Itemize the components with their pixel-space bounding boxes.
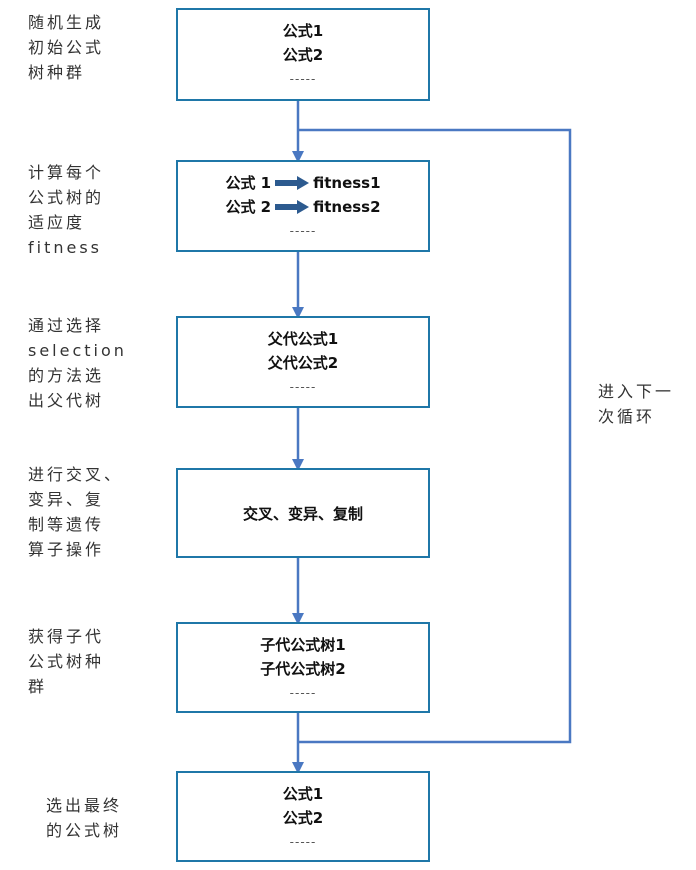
step3-box-line: 父代公式2	[267, 354, 339, 372]
step2-desc-line: 计算每个	[28, 163, 105, 182]
step1-desc-line: 随机生成	[28, 13, 105, 32]
step3-desc-line: 通过选择	[28, 316, 105, 335]
step3-desc-line: selection	[28, 341, 127, 360]
step6-box: 公式1 公式2 -----	[176, 771, 430, 862]
fitness-row-2: 公式 2 fitness2	[178, 195, 428, 219]
step4-desc-line: 算子操作	[28, 540, 105, 559]
right-arrow-icon	[275, 176, 310, 190]
step2-desc-line: fitness	[28, 238, 103, 257]
step5-desc-line: 获得子代	[28, 627, 105, 646]
loop-back-line	[298, 128, 572, 744]
loop-label: 进入下一 次循环	[598, 379, 674, 429]
step5-box-line: 子代公式树2	[260, 660, 346, 678]
step5-box-line: 子代公式树1	[260, 636, 346, 654]
step4-description: 进行交叉、 变异、复 制等遗传 算子操作	[28, 462, 123, 562]
step3-description: 通过选择 selection 的方法选 出父代树	[28, 313, 127, 413]
fitness-row-1: 公式 1 fitness1	[178, 171, 428, 195]
step1-box-ellipsis: -----	[289, 72, 317, 86]
step4-box: 交叉、变异、复制	[176, 468, 430, 558]
formula-label: 公式 1	[225, 174, 272, 192]
step1-desc-line: 树种群	[28, 63, 86, 82]
step2-description: 计算每个 公式树的 适应度 fitness	[28, 160, 104, 260]
step4-desc-line: 变异、复	[28, 490, 105, 509]
step6-description: 选出最终 的公式树	[46, 793, 122, 843]
step6-box-line: 公式1	[282, 785, 324, 803]
step2-box-ellipsis: -----	[289, 224, 317, 238]
step6-box-ellipsis: -----	[289, 835, 317, 849]
step5-desc-line: 群	[28, 677, 48, 696]
step2-box: 公式 1 fitness1 公式 2 fitness2 -----	[176, 160, 430, 252]
step4-desc-line: 制等遗传	[28, 515, 105, 534]
formula-label: 公式 2	[225, 198, 272, 216]
step1-description: 随机生成 初始公式 树种群	[28, 10, 104, 85]
step1-box: 公式1 公式2 -----	[176, 8, 430, 101]
step5-box-ellipsis: -----	[289, 686, 317, 700]
step3-box-ellipsis: -----	[289, 380, 317, 394]
step2-desc-line: 公式树的	[28, 188, 105, 207]
step1-box-line: 公式1	[282, 22, 324, 40]
step3-box: 父代公式1 父代公式2 -----	[176, 316, 430, 408]
step6-desc-line: 选出最终	[46, 796, 123, 815]
step5-box: 子代公式树1 子代公式树2 -----	[176, 622, 430, 713]
step3-desc-line: 的方法选	[28, 366, 105, 385]
step4-desc-line: 进行交叉、	[28, 465, 124, 484]
fitness-label: fitness1	[313, 174, 381, 192]
step5-description: 获得子代 公式树种 群	[28, 624, 104, 699]
step3-desc-line: 出父代树	[28, 391, 105, 410]
step2-desc-line: 适应度	[28, 213, 86, 232]
right-arrow-icon	[275, 200, 310, 214]
step1-box-line: 公式2	[282, 46, 324, 64]
step5-desc-line: 公式树种	[28, 652, 105, 671]
loop-label-line: 进入下一	[598, 382, 675, 401]
step6-desc-line: 的公式树	[46, 821, 123, 840]
step6-box-line: 公式2	[282, 809, 324, 827]
step4-box-line: 交叉、变异、复制	[242, 505, 363, 523]
step1-desc-line: 初始公式	[28, 38, 105, 57]
step3-box-line: 父代公式1	[267, 330, 339, 348]
fitness-label: fitness2	[313, 198, 381, 216]
loop-label-line: 次循环	[598, 407, 656, 426]
